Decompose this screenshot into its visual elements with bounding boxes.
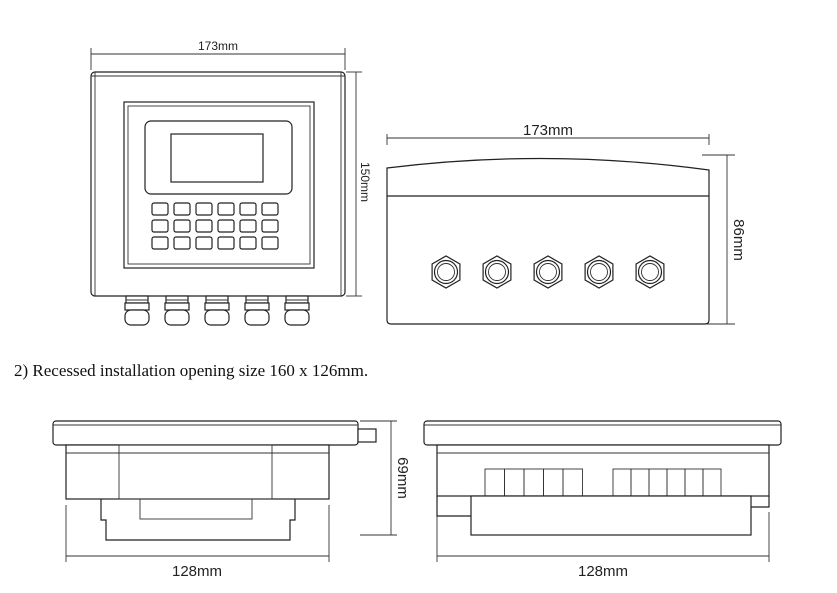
front-height-dimension: 150mm xyxy=(346,71,372,297)
side-height-label: 86mm xyxy=(730,219,747,261)
recessed-left-width-label: 128mm xyxy=(172,563,222,580)
keypad-key xyxy=(261,236,279,250)
keypad-key xyxy=(239,202,257,216)
keypad-key xyxy=(173,219,191,233)
hex-cable-gland xyxy=(533,255,563,289)
cable-gland xyxy=(124,295,150,326)
keypad-key xyxy=(151,236,169,250)
front-width-label: 173mm xyxy=(198,39,238,53)
keypad-key xyxy=(217,236,235,250)
cable-gland xyxy=(204,295,230,326)
hex-cable-gland xyxy=(584,255,614,289)
recessed-right-width-label: 128mm xyxy=(578,563,628,580)
side-height-dimension: 86mm xyxy=(702,154,747,325)
hex-cable-gland xyxy=(635,255,665,289)
keypad-key xyxy=(239,219,257,233)
side-view: 173mm 86mm xyxy=(386,122,747,325)
keypad-key xyxy=(173,236,191,250)
keypad-key xyxy=(173,202,191,216)
keypad xyxy=(151,202,279,250)
keypad-key xyxy=(195,219,213,233)
keypad-key xyxy=(217,219,235,233)
side-cable-glands xyxy=(431,255,665,289)
keypad-key xyxy=(151,219,169,233)
cable-gland xyxy=(244,295,270,326)
keypad-key xyxy=(217,202,235,216)
installation-caption: 2) Recessed installation opening size 16… xyxy=(14,361,368,380)
side-width-label: 173mm xyxy=(523,122,573,139)
hex-cable-gland xyxy=(431,255,461,289)
recessed-right-view: 128mm xyxy=(423,420,782,580)
keypad-key xyxy=(151,202,169,216)
keypad-key xyxy=(261,219,279,233)
cable-gland xyxy=(284,295,310,326)
keypad-key xyxy=(239,236,257,250)
keypad-key xyxy=(195,236,213,250)
keypad-key xyxy=(261,202,279,216)
hex-cable-gland xyxy=(482,255,512,289)
front-height-label: 150mm xyxy=(358,162,372,202)
keypad-key xyxy=(195,202,213,216)
display-bezel xyxy=(144,120,293,195)
front-width-dimension: 173mm xyxy=(90,39,346,70)
recessed-left-view: 69mm 128mm xyxy=(52,420,411,580)
cable-gland xyxy=(164,295,190,326)
side-width-dimension: 173mm xyxy=(386,122,710,145)
front-panel xyxy=(123,101,315,269)
front-view: 173mm 150mm xyxy=(90,39,372,326)
display-screen xyxy=(170,133,264,183)
front-cable-glands xyxy=(124,295,310,326)
side-enclosure xyxy=(386,157,710,325)
recessed-left-height-label: 69mm xyxy=(394,457,411,499)
